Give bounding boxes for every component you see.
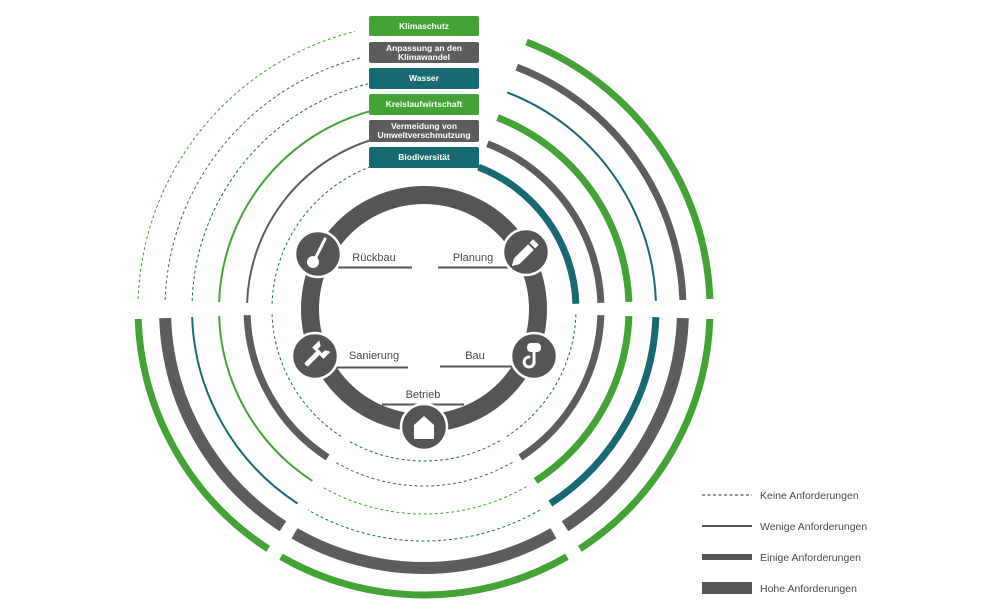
arc-wasser-bau	[548, 316, 660, 507]
requirement-arcs	[134, 31, 714, 599]
pencil-icon	[501, 227, 551, 277]
arc-biodiversitaet-sanierung	[271, 314, 342, 437]
arc-anpassung-bau	[561, 317, 689, 532]
arc-kreislauf-betrieb	[321, 486, 527, 515]
phase-label-planung: Planung	[453, 252, 493, 264]
arc-anpassung-sanierung	[159, 317, 287, 532]
wrecking-ball-icon	[293, 229, 343, 279]
house-icon	[399, 402, 449, 452]
legend: Keine Anforderungen Wenige Anforderungen…	[702, 490, 867, 595]
phase-label-betrieb: Betrieb	[406, 389, 441, 401]
arc-klimaschutz-planung	[525, 38, 714, 300]
category-badge-biodiversitaet: Biodiversität	[369, 147, 479, 168]
arc-vermeidung-planung	[486, 140, 605, 303]
arc-klimaschutz-rueckbau	[137, 31, 355, 300]
category-badge-klimaschutz: Klimaschutz	[369, 16, 479, 36]
arc-vermeidung-betrieb	[335, 461, 513, 487]
phase-label-rueckbau: Rückbau	[352, 252, 395, 264]
arc-kreislauf-bau	[533, 316, 633, 484]
category-badge-kreislauf: Kreislaufwirtschaft	[369, 94, 479, 115]
crane-hook-icon	[509, 331, 559, 381]
legend-label-wenige: Wenige Anforderungen	[760, 521, 867, 533]
arc-wasser-planung	[506, 91, 657, 301]
legend-label-hohe: Hohe Anforderungen	[760, 583, 857, 595]
arc-klimaschutz-sanierung	[134, 318, 271, 552]
arc-wasser-betrieb	[307, 509, 541, 542]
arc-anpassung-planung	[515, 63, 687, 301]
category-badge-anpassung: Anpassung an den Klimawandel	[369, 42, 479, 63]
arc-anpassung-betrieb	[291, 528, 557, 574]
arc-klimaschutz-betrieb	[279, 553, 569, 599]
lifecycle-ring: Rückbau Planung Sanierung Bau Betrieb	[290, 186, 559, 452]
category-badge-wasser: Wasser	[369, 68, 479, 89]
arc-biodiversitaet-planung	[477, 163, 580, 304]
arc-kreislauf-sanierung	[218, 316, 313, 482]
phase-label-sanierung: Sanierung	[349, 350, 399, 362]
wrench-icon	[290, 331, 340, 381]
phase-label-bau: Bau	[465, 350, 485, 362]
arc-wasser-sanierung	[191, 317, 299, 505]
arc-kreislauf-rueckbau	[218, 109, 375, 302]
arc-biodiversitaet-betrieb	[347, 440, 501, 462]
legend-label-einige: Einige Anforderungen	[760, 552, 861, 564]
legend-label-keine: Keine Anforderungen	[760, 490, 859, 502]
arc-vermeidung-rueckbau	[246, 136, 382, 303]
arc-anpassung-rueckbau	[164, 57, 362, 300]
arc-wasser-rueckbau	[191, 83, 368, 301]
arc-vermeidung-bau	[518, 315, 605, 461]
arc-biodiversitaet-bau	[506, 314, 577, 437]
arc-klimaschutz-bau	[577, 318, 714, 552]
arc-vermeidung-sanierung	[243, 315, 330, 461]
arc-kreislauf-planung	[496, 114, 633, 302]
category-badge-vermeidung: Vermeidung von Umweltverschmutzung	[369, 120, 479, 142]
